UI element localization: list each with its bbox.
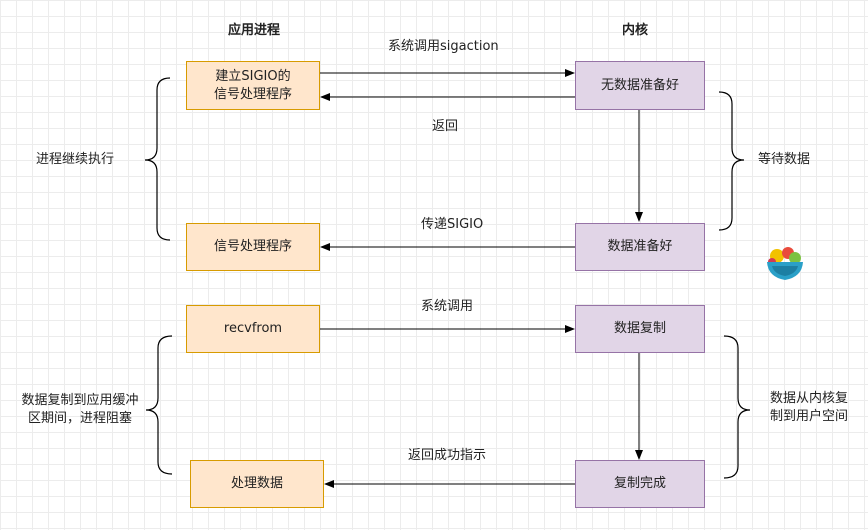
- box-recvfrom: recvfrom: [186, 305, 320, 353]
- label-return: 返回: [432, 119, 459, 134]
- brace-copy-kernel: [723, 335, 751, 479]
- label-copy-kernel-to-user: 数据从内核复 制到用户空间: [769, 391, 848, 424]
- brace-copy-blocked: [145, 335, 173, 475]
- label-syscall: 系统调用: [421, 299, 474, 314]
- label-return-success: 返回成功指示: [408, 448, 487, 463]
- box-copy-complete: 复制完成: [575, 460, 705, 508]
- header-kernel: 内核: [622, 23, 649, 38]
- box-process-data: 处理数据: [190, 460, 324, 508]
- label-syscall-sigaction: 系统调用sigaction: [388, 39, 499, 54]
- label-deliver-sigio: 传递SIGIO: [421, 217, 484, 232]
- label-copy-to-buffer-blocked: 数据复制到应用缓冲 区期间，进程阻塞: [21, 393, 139, 426]
- bowl-logo-icon: [767, 247, 803, 280]
- brace-process-continues: [144, 77, 171, 241]
- box-signal-handler: 信号处理程序: [186, 223, 320, 271]
- box-data-ready: 数据准备好: [575, 223, 705, 271]
- box-copy-data: 数据复制: [575, 305, 705, 353]
- label-wait-for-data: 等待数据: [758, 152, 811, 167]
- box-no-data-ready: 无数据准备好: [575, 61, 705, 110]
- label-process-continues: 进程继续执行: [36, 152, 115, 167]
- header-app-process: 应用进程: [228, 23, 281, 38]
- box-setup-sigio-handler: 建立SIGIO的 信号处理程序: [186, 61, 320, 110]
- brace-wait-data: [718, 91, 745, 231]
